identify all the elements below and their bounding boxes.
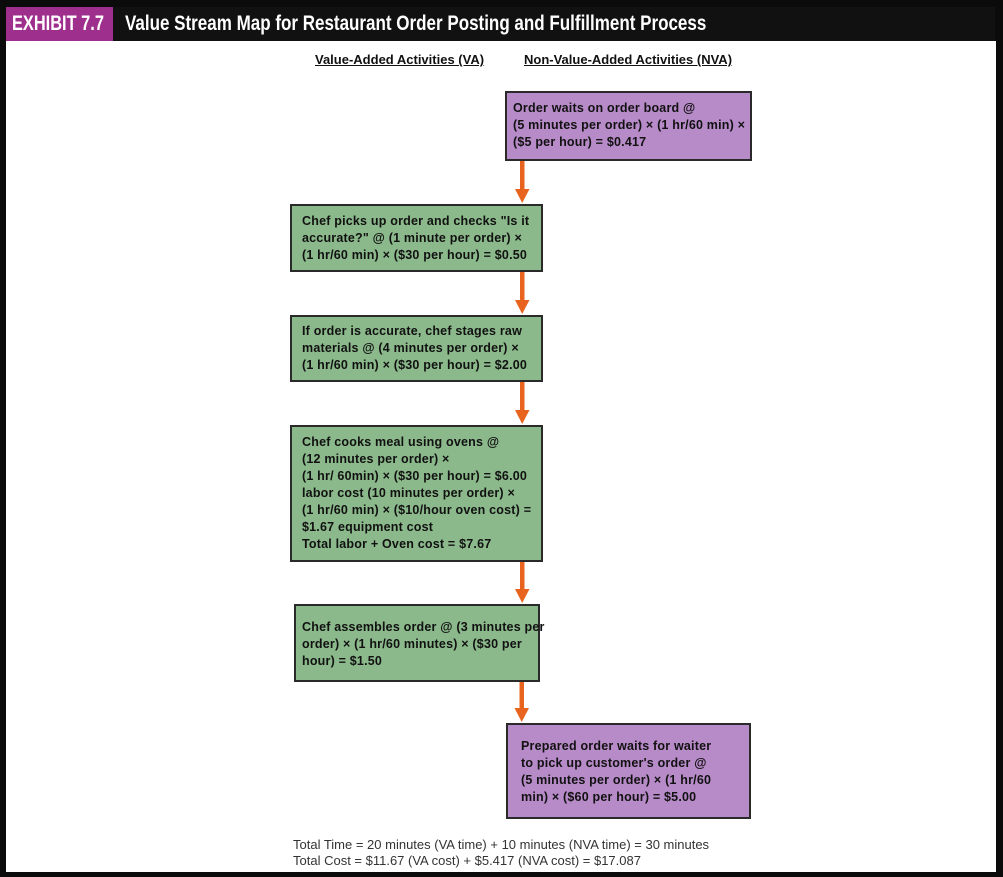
flow-arrow: [515, 562, 530, 603]
box-text-line: (5 minutes per order) × (1 hr/60 min) ×: [513, 118, 746, 132]
box-text-line: order) × (1 hr/60 minutes) × ($30 per: [302, 637, 522, 651]
flow-arrow: [514, 682, 529, 722]
va-box-chef-assembles-order: Chef assembles order @ (3 minutes per or…: [294, 604, 545, 682]
box-text-line: materials @ (4 minutes per order) ×: [302, 341, 519, 355]
box-text-line: ($5 per hour) = $0.417: [513, 135, 647, 149]
total-time-summary: Total Time = 20 minutes (VA time) + 10 m…: [293, 837, 710, 852]
box-text-line: (1 hr/60 min) × ($30 per hour) = $0.50: [302, 248, 528, 262]
box-text-line: If order is accurate, chef stages raw: [302, 324, 522, 338]
box-text-line: (5 minutes per order) × (1 hr/60: [521, 773, 712, 787]
box-text-line: Order waits on order board @: [513, 101, 696, 115]
va-box-chef-cooks-meal: Chef cooks meal using ovens @ (12 minute…: [290, 425, 543, 562]
va-box-chef-checks-order: Chef picks up order and checks "Is it ac…: [290, 204, 543, 272]
box-text-line: Chef cooks meal using ovens @: [302, 435, 500, 449]
box-text-line: Chef picks up order and checks "Is it: [302, 214, 530, 228]
total-cost-summary: Total Cost = $11.67 (VA cost) + $5.417 (…: [293, 853, 641, 868]
nva-box-order-waits-for-waiter: Prepared order waits for waiter to pick …: [506, 723, 751, 819]
box-text-line: Chef assembles order @ (3 minutes per: [302, 620, 545, 634]
box-text-line: accurate?" @ (1 minute per order) ×: [302, 231, 522, 245]
box-text-line: hour) = $1.50: [302, 654, 383, 668]
box-text-line: (1 hr/ 60min) × ($30 per hour) = $6.00: [302, 469, 528, 483]
box-text-line: (1 hr/60 min) × ($10/hour oven cost) =: [302, 503, 532, 517]
exhibit-label: EXHIBIT 7.7: [12, 12, 104, 35]
box-text-line: (1 hr/60 min) × ($30 per hour) = $2.00: [302, 358, 528, 372]
box-text-line: (12 minutes per order) ×: [302, 452, 450, 466]
va-box-chef-stages-materials: If order is accurate, chef stages raw ma…: [290, 315, 543, 382]
box-text-line: Total labor + Oven cost = $7.67: [302, 537, 492, 551]
nva-box-order-waits-on-board: Order waits on order board @ (5 minutes …: [505, 91, 752, 161]
box-text-line: Prepared order waits for waiter: [521, 739, 712, 753]
title-bar: Value Stream Map for Restaurant Order Po…: [113, 7, 995, 41]
exhibit-title: Value Stream Map for Restaurant Order Po…: [125, 12, 707, 35]
flow-arrow: [515, 272, 530, 314]
box-text-line: $1.67 equipment cost: [302, 520, 434, 534]
box-text-line: min) × ($60 per hour) = $5.00: [521, 790, 697, 804]
exhibit-label-badge: EXHIBIT 7.7: [6, 7, 113, 41]
va-column-heading: Value-Added Activities (VA): [315, 52, 485, 67]
box-text-line: labor cost (10 minutes per order) ×: [302, 486, 515, 500]
box-text-line: to pick up customer's order @: [521, 756, 707, 770]
nva-column-heading: Non-Value-Added Activities (NVA): [524, 52, 733, 67]
flow-arrow: [515, 161, 530, 203]
flow-arrow: [515, 382, 530, 424]
